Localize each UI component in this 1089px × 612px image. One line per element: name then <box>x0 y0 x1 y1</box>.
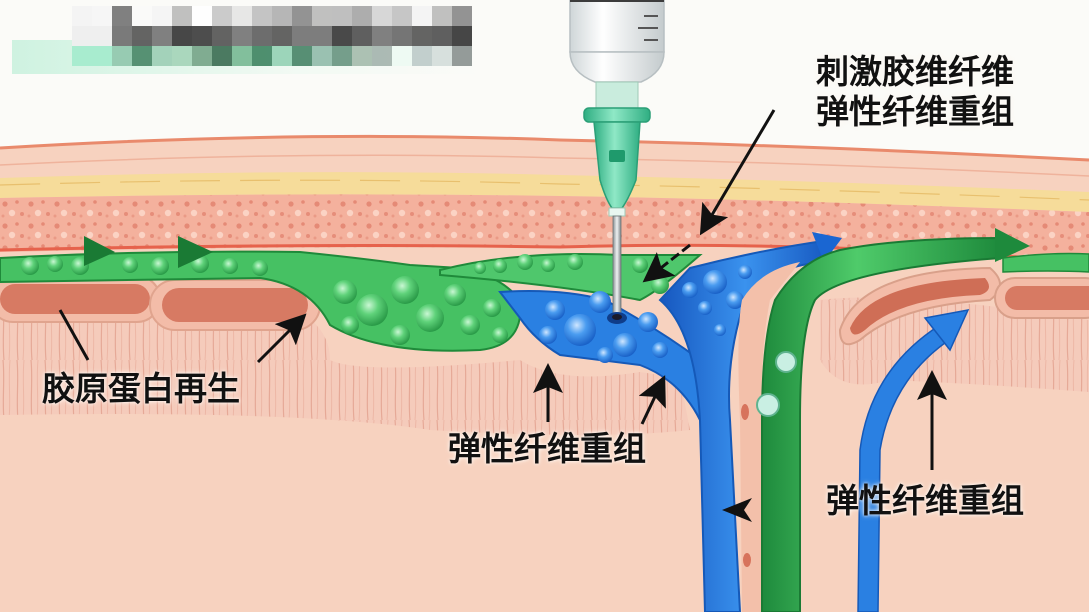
green-bubbles-left <box>21 255 508 345</box>
green-strip-right <box>1002 252 1089 273</box>
watermark-pixel <box>392 6 412 26</box>
arrow-collagen-left <box>58 309 90 361</box>
watermark-pixel <box>92 46 112 66</box>
watermark-pixel <box>292 26 312 46</box>
flow-arrow-blue-top <box>812 232 842 262</box>
watermark-pixel <box>292 46 312 66</box>
watermark-pixel <box>272 6 292 26</box>
arrow-elastic-center-2 <box>638 375 666 425</box>
arrow-collagen-right <box>256 313 307 364</box>
label-stimulate-fibroblast: 刺激胶维纤维 弹性纤维重组 <box>816 52 1014 132</box>
arrow-stimulate-1 <box>699 109 776 236</box>
watermark-pixel <box>72 6 92 26</box>
watermark-pixel <box>192 6 212 26</box>
watermark-pixel <box>132 6 152 26</box>
blue-bubbles-channel <box>682 265 752 336</box>
watermark-pixel <box>72 46 92 66</box>
watermark-pixel <box>192 46 212 66</box>
yellow-band <box>0 172 1089 212</box>
watermark-pixel <box>152 6 172 26</box>
watermark-pixel <box>152 46 172 66</box>
watermark-pixel <box>112 26 132 46</box>
watermark-pixel <box>92 26 112 46</box>
watermark-pixel <box>412 26 432 46</box>
reticular-dermis-left <box>0 312 690 435</box>
pointer-arrows <box>58 109 947 470</box>
pixelated-watermark <box>72 6 472 72</box>
watermark-pixel <box>212 46 232 66</box>
watermark-pixel <box>372 46 392 66</box>
watermark-pixel <box>232 26 252 46</box>
green-channel-vertical <box>761 236 1001 612</box>
watermark-pixel <box>372 6 392 26</box>
watermark-pixel <box>172 46 192 66</box>
watermark-pixel <box>92 6 112 26</box>
label-elastic-remodel-right: 弹性纤维重组 <box>826 481 1024 520</box>
watermark-pixel <box>112 46 132 66</box>
watermark-pixel <box>212 26 232 46</box>
watermark-pixel <box>332 6 352 26</box>
bubble-in-channel-2 <box>756 393 780 417</box>
syringe <box>569 0 665 324</box>
watermark-pixel <box>432 46 452 66</box>
watermark-pixel <box>252 6 272 26</box>
watermark-pixel <box>292 6 312 26</box>
flow-arrow-green-1 <box>84 236 115 266</box>
watermark-pixel <box>132 26 152 46</box>
flow-arrow-black <box>722 498 752 522</box>
watermark-pixel <box>372 26 392 46</box>
watermark-pixel <box>312 26 332 46</box>
watermark-pixel <box>252 26 272 46</box>
watermark-pixel <box>72 26 92 46</box>
watermark-pixel <box>172 26 192 46</box>
watermark-pixel <box>332 46 352 66</box>
green-bubbles-center <box>474 254 669 294</box>
watermark-pixel <box>392 26 412 46</box>
watermark-pixel <box>352 46 372 66</box>
watermark-pixel <box>112 6 132 26</box>
label-elastic-remodel-center: 弹性纤维重组 <box>448 429 646 468</box>
label-collagen-regeneration: 胶原蛋白再生 <box>42 369 240 408</box>
watermark-pixel <box>452 26 472 46</box>
watermark-pixel <box>332 26 352 46</box>
label-stimulate-line2: 弹性纤维重组 <box>816 92 1014 131</box>
watermark-pixel <box>412 6 432 26</box>
vessels-left <box>0 275 321 331</box>
fiber-between-channels <box>738 262 800 612</box>
flow-arrow-green-2 <box>178 236 213 268</box>
watermark-pixel <box>452 46 472 66</box>
label-stimulate-line1: 刺激胶维纤维 <box>816 52 1014 91</box>
watermark-pixel <box>452 6 472 26</box>
watermark-pixel <box>272 26 292 46</box>
watermark-pixel <box>212 6 232 26</box>
watermark-pixel <box>312 46 332 66</box>
watermark-pixel <box>312 6 332 26</box>
watermark-pixel <box>392 46 412 66</box>
watermark-pixel <box>252 46 272 66</box>
watermark-pixel <box>432 26 452 46</box>
watermark-pixel <box>352 26 372 46</box>
watermark-pixel <box>232 46 252 66</box>
watermark-pixel <box>432 6 452 26</box>
needle <box>612 215 622 317</box>
watermark-pixel <box>192 26 212 46</box>
watermark-pixel <box>232 6 252 26</box>
watermark-pixel <box>412 46 432 66</box>
watermark-pixel <box>172 6 192 26</box>
watermark-pixel <box>272 46 292 66</box>
watermark-pixel <box>352 6 372 26</box>
watermark-pixel <box>152 26 172 46</box>
vessels-right <box>838 266 1089 346</box>
blue-bubbles-pool <box>539 291 668 363</box>
bubble-in-channel-1 <box>775 351 797 373</box>
arrow-stimulate-2 <box>642 243 691 283</box>
watermark-pixel <box>132 46 152 66</box>
